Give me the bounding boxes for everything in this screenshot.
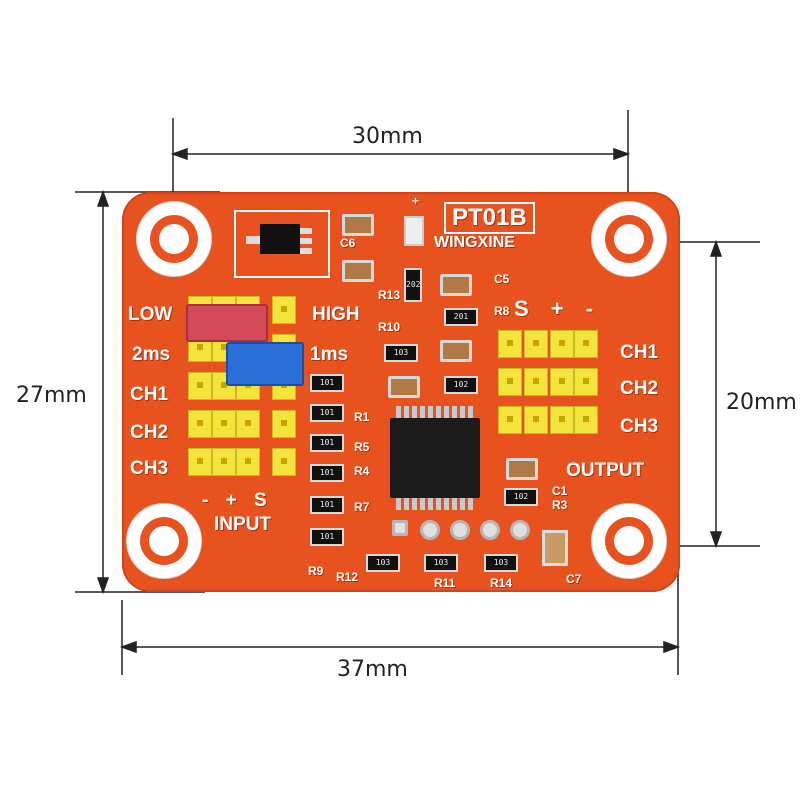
dim-left-height: 27mm xyxy=(16,383,87,408)
pad-3 xyxy=(450,520,470,540)
board-brand: WINGXINE xyxy=(434,234,515,251)
ic-legs-top xyxy=(396,406,476,418)
pad-5 xyxy=(510,520,530,540)
resistor-103-b1: 103 xyxy=(366,554,400,572)
resistor-103-top: 103 xyxy=(384,344,418,362)
resistor-102-r: 102 xyxy=(504,488,538,506)
header-pin xyxy=(272,296,296,324)
resistor-103-b3: 103 xyxy=(484,554,518,572)
resistor-102: 102 xyxy=(444,376,478,394)
output-ch2-label: CH2 xyxy=(620,378,659,399)
capacitor-mid-2 xyxy=(388,376,420,398)
mount-hole-bottom-left xyxy=(127,504,201,578)
label-r8: R8 xyxy=(494,304,510,318)
mount-hole-top-right xyxy=(592,202,666,276)
label-r10: R10 xyxy=(378,320,401,334)
header-pin xyxy=(498,368,522,396)
header-pin xyxy=(272,448,296,476)
header-pin xyxy=(212,410,236,438)
output-polarity: S + - xyxy=(514,296,602,321)
pad-2 xyxy=(420,520,440,540)
label-c7: C7 xyxy=(566,572,582,586)
header-pin xyxy=(212,448,236,476)
resistor-101-2: 101 xyxy=(310,404,344,422)
label-r12: R12 xyxy=(336,570,359,584)
input-label: INPUT xyxy=(214,514,271,535)
header-pin xyxy=(498,406,522,434)
label-2ms: 2ms xyxy=(132,344,171,365)
jumper-blue[interactable] xyxy=(226,342,304,386)
output-ch3-label: CH3 xyxy=(620,416,659,437)
ic-legs-bottom xyxy=(396,498,476,510)
header-pin xyxy=(236,448,260,476)
header-pin xyxy=(188,372,212,400)
capacitor-c6-b xyxy=(342,260,374,282)
label-r5: R5 xyxy=(354,440,370,454)
input-polarity: - + S xyxy=(202,490,273,511)
main-ic xyxy=(390,418,480,498)
label-c1: C1 xyxy=(552,484,568,498)
mount-hole-bottom-right xyxy=(592,504,666,578)
output-header-block xyxy=(498,330,618,446)
mount-hole-top-left xyxy=(137,202,211,276)
pad-4 xyxy=(480,520,500,540)
pad-1 xyxy=(392,520,408,536)
dim-top-width: 30mm xyxy=(352,124,423,149)
label-r3: R3 xyxy=(552,498,568,512)
output-ch1-label: CH1 xyxy=(620,342,659,363)
dim-right-height: 20mm xyxy=(726,390,797,415)
header-pin xyxy=(524,330,548,358)
header-pin xyxy=(188,410,212,438)
pcb-board: PT01B WINGXINE C6 + R13 R10 202 C5 201 R… xyxy=(122,192,680,592)
label-c5: C5 xyxy=(494,272,510,286)
header-pin xyxy=(550,330,574,358)
resistor-101-3: 101 xyxy=(310,434,344,452)
input-ch2-label: CH2 xyxy=(130,422,169,443)
header-pin xyxy=(188,448,212,476)
resistor-201: 201 xyxy=(444,308,478,326)
resistor-103-b2: 103 xyxy=(424,554,458,572)
capacitor-c7 xyxy=(542,530,568,566)
header-pin xyxy=(574,330,598,358)
header-pin xyxy=(524,368,548,396)
capacitor-c6-a xyxy=(342,214,374,236)
resistor-202: 202 xyxy=(404,268,422,302)
resistor-101-4: 101 xyxy=(310,464,344,482)
header-pin xyxy=(524,406,548,434)
resistor-101-1: 101 xyxy=(310,374,344,392)
resistor-101-6: 101 xyxy=(310,528,344,546)
label-r13: R13 xyxy=(378,288,401,302)
header-pin xyxy=(272,410,296,438)
capacitor-c5 xyxy=(440,274,472,296)
label-c6: C6 xyxy=(340,236,356,250)
regulator-chip xyxy=(234,210,330,278)
label-r9: R9 xyxy=(308,564,324,578)
capacitor-c1 xyxy=(506,458,538,480)
header-pin xyxy=(550,406,574,434)
input-ch1-label: CH1 xyxy=(130,384,169,405)
input-ch3-label: CH3 xyxy=(130,458,169,479)
header-pin xyxy=(550,368,574,396)
led xyxy=(404,216,424,246)
label-r1: R1 xyxy=(354,410,370,424)
header-pin xyxy=(574,406,598,434)
board-model: PT01B xyxy=(444,202,535,234)
capacitor-mid-1 xyxy=(440,340,472,362)
label-1ms: 1ms xyxy=(310,344,349,365)
dim-bottom-width: 37mm xyxy=(337,657,408,682)
label-r11: R11 xyxy=(434,576,456,590)
label-r7: R7 xyxy=(354,500,370,514)
resistor-101-5: 101 xyxy=(310,496,344,514)
label-plus: + xyxy=(412,194,420,208)
output-label: OUTPUT xyxy=(566,460,645,481)
header-pin xyxy=(574,368,598,396)
label-r14: R14 xyxy=(490,576,513,590)
label-low: LOW xyxy=(128,304,173,325)
label-r4: R4 xyxy=(354,464,370,478)
header-pin xyxy=(498,330,522,358)
jumper-red[interactable] xyxy=(186,304,268,342)
header-pin xyxy=(236,410,260,438)
label-high: HIGH xyxy=(312,304,360,325)
